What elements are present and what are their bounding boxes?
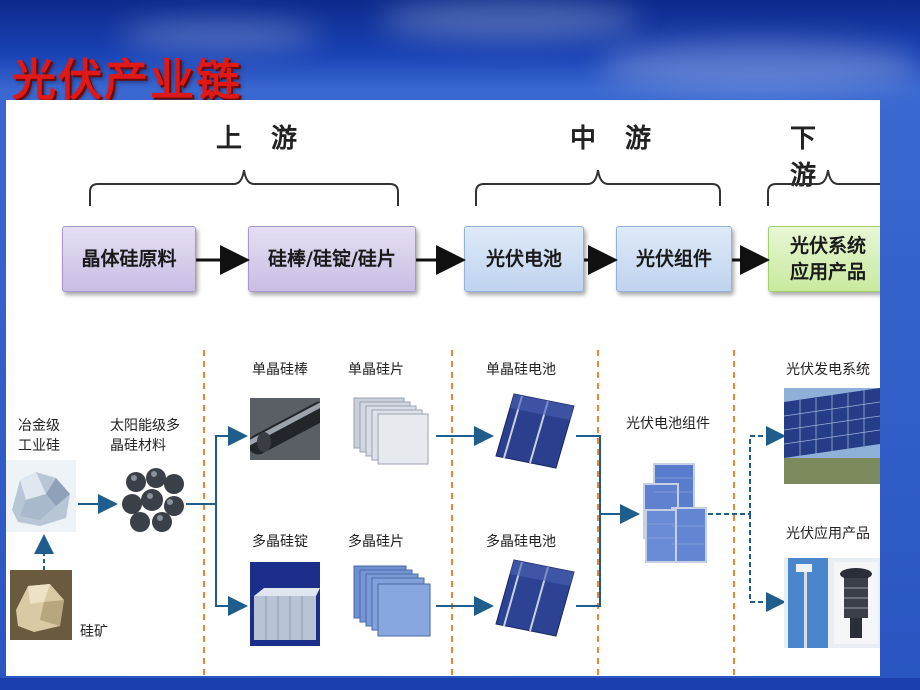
flow-pv-module-label: 光伏组件 — [635, 248, 712, 270]
cell-module-image — [643, 463, 707, 563]
arrow-solar-split — [186, 426, 248, 616]
label-poly-ingot: 多晶硅锭 — [252, 534, 308, 550]
label-metallurgical-si-line2: 工业硅 — [18, 438, 60, 454]
flow-rod-ingot-wafer-label: 硅棒/硅锭/硅片 — [268, 248, 396, 270]
flow-pv-cell: 光伏电池 — [464, 226, 584, 292]
applications-image — [784, 558, 880, 648]
arrow-cells-to-module — [576, 435, 640, 607]
label-cell-module: 光伏电池组件 — [626, 416, 710, 432]
mono-cell-image — [495, 393, 575, 469]
label-poly-cell: 多晶硅电池 — [486, 534, 556, 550]
poly-ingot-image — [250, 562, 320, 646]
flow-rod-ingot-wafer: 硅棒/硅锭/硅片 — [248, 226, 416, 292]
slide-title: 光伏产业链 — [12, 55, 242, 106]
upstream-brace — [89, 169, 399, 206]
mono-wafer-image — [353, 397, 429, 465]
label-solar-grade: 太阳能级多 晶硅材料 — [110, 416, 180, 456]
label-poly-wafer: 多晶硅片 — [348, 534, 404, 550]
silicon-ore-image — [10, 570, 72, 640]
poly-cell-image — [495, 559, 575, 637]
flow-pv-products-line1: 光伏系统 — [789, 235, 866, 257]
flow-pv-products: 光伏系统 应用产品 — [768, 226, 880, 292]
flow-pv-products-line2: 应用产品 — [789, 261, 866, 283]
label-mono-wafer: 单晶硅片 — [348, 362, 404, 378]
label-applications: 光伏应用产品 — [786, 526, 870, 542]
label-mono-cell: 单晶硅电池 — [486, 362, 556, 378]
stage-upstream: 上 游 — [216, 124, 308, 154]
label-silicon-ore: 硅矿 — [80, 624, 108, 640]
flow-crystal-raw: 晶体硅原料 — [62, 226, 196, 292]
label-solar-grade-line2: 晶硅材料 — [110, 438, 166, 454]
label-metallurgical-si: 冶金级 工业硅 — [18, 416, 60, 456]
solar-grade-image — [122, 464, 186, 534]
industry-chain-diagram: 上 游 中 游 下 游 晶体硅原料 硅棒/硅锭/硅片 光伏电池 光伏组件 光伏系… — [6, 100, 880, 676]
label-power-system: 光伏发电系统 — [786, 362, 870, 378]
arrow-module-split — [708, 426, 786, 612]
label-mono-rod: 单晶硅棒 — [252, 362, 308, 378]
stage-midstream: 中 游 — [570, 124, 662, 154]
power-system-image — [784, 388, 880, 484]
flow-pv-cell-label: 光伏电池 — [485, 248, 562, 270]
mono-rod-image — [250, 398, 320, 460]
bottom-band — [0, 678, 920, 690]
midstream-brace — [475, 169, 721, 206]
flow-arrows — [34, 245, 786, 676]
flow-pv-module: 光伏组件 — [616, 226, 732, 292]
metallurgical-si-image — [6, 460, 76, 532]
poly-wafer-image — [353, 565, 431, 637]
label-metallurgical-si-line1: 冶金级 — [18, 418, 60, 434]
flow-crystal-raw-label: 晶体硅原料 — [81, 248, 177, 270]
stage-downstream: 下 游 — [790, 124, 827, 191]
downstream-brace — [767, 169, 880, 206]
label-solar-grade-line1: 太阳能级多 — [110, 418, 180, 434]
